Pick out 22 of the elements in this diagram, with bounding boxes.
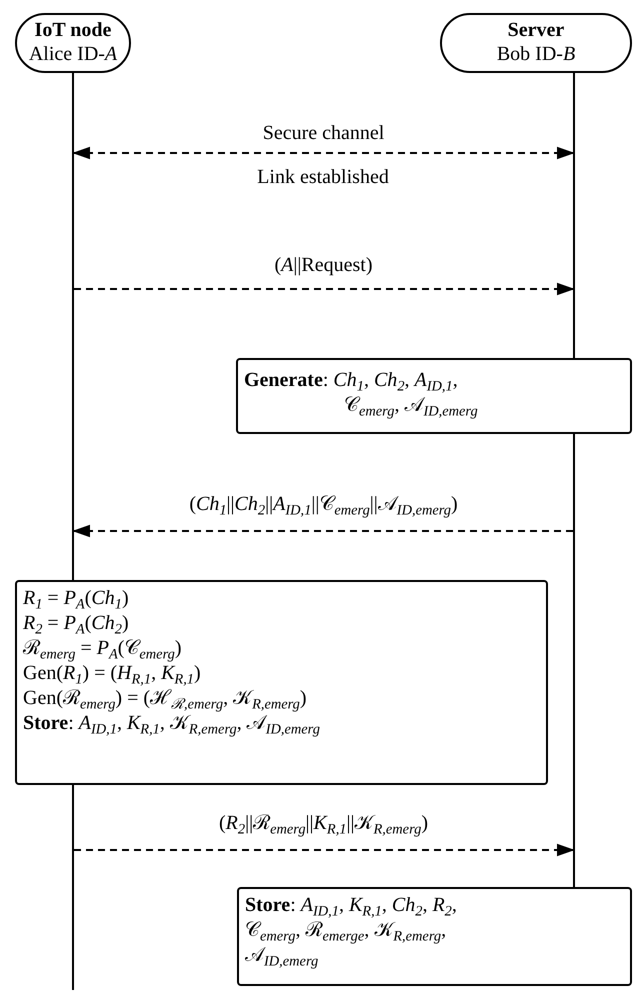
note-text: R$_{2}$ = P$_{A}$(Ch$_{2}$)	[23, 611, 130, 636]
message-arrow	[74, 282, 575, 296]
note-box	[236, 358, 632, 434]
participant-name: Server	[506, 18, 566, 42]
note-text: Gen(R$_{1}$) = (H$_{R,1}$, K$_{R,1}$)	[23, 662, 202, 686]
participant-id: Bob ID-B	[496, 42, 576, 66]
message-arrow	[72, 146, 575, 160]
participant-id: Alice ID-A	[28, 42, 118, 66]
note-box	[15, 580, 548, 785]
note-text: Store: A$_{ID,1}$, K$_{R,1}$, 𝒦$_{R,emerg}$, 𝒜$_{ID,emerg}$	[23, 712, 321, 736]
participant-name: IoT node	[34, 18, 112, 42]
note-text: Generate: Ch$_{1}$, Ch$_{2}$, A$_{ID,1}$, 𝒞$_{emerg}$, 𝒜$_{ID,emerg}$	[244, 368, 479, 418]
message-arrow	[74, 844, 575, 856]
note-text: Gen(ℛ$_{emerg}$) = (ℋ$_{ℛ,emerg}$, 𝒦$_{R,emerg}$)	[23, 686, 308, 711]
lifeline	[573, 73, 575, 887]
edge-label: (A||Request)	[272, 254, 374, 276]
note-box	[237, 887, 632, 986]
note-text: ℛ$_{emerg}$ = P$_{A}$(𝒞$_{emerg}$)	[23, 636, 183, 661]
note-text: R$_{1}$ = P$_{A}$(Ch$_{1}$)	[23, 586, 130, 611]
message-arrow	[72, 524, 573, 538]
note-text: Store: A$_{ID,1}$, K$_{R,1}$, Ch$_{2}$, R$_{2}$, 𝒞$_{emerg}$, ℛ$_{emerge}$, 𝒦$_{R,emerg}$, 𝒜$_{ID,emerg}$	[245, 893, 458, 968]
lifeline	[72, 73, 74, 990]
